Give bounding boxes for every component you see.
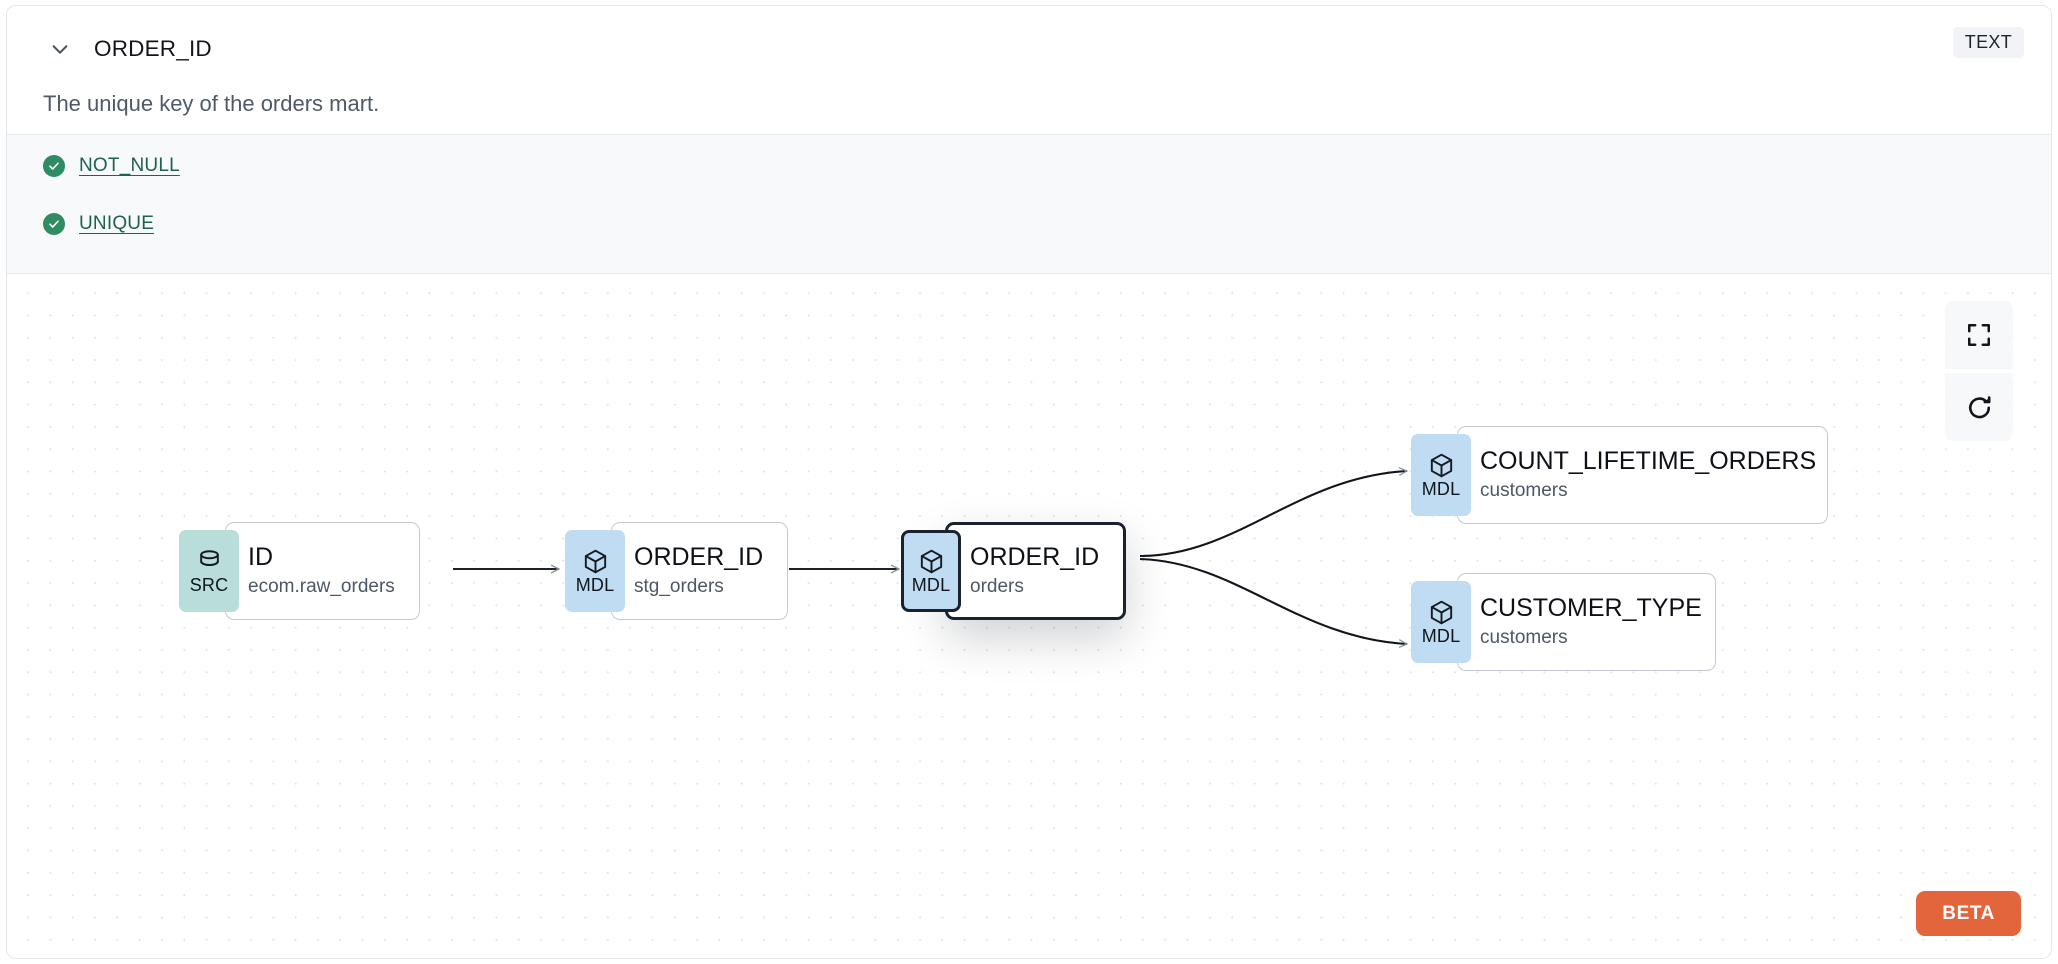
node-source-name: orders [970, 575, 1024, 597]
lineage-graph-canvas[interactable]: SRC ID ecom.raw_orders MDL ORDER_ID stg_… [7, 274, 2051, 958]
node-card[interactable]: CUSTOMER_TYPE customers [1457, 573, 1716, 671]
node-badge-label: SRC [189, 575, 229, 595]
node-type-badge-mdl: MDL [1411, 581, 1471, 663]
node-column-name: COUNT_LIFETIME_ORDERS [1480, 446, 1817, 475]
chevron-down-icon[interactable] [45, 34, 75, 64]
column-tests-section: NOT_NULL UNIQUE [7, 134, 2051, 274]
fit-view-button[interactable] [1945, 301, 2013, 369]
node-card[interactable]: COUNT_LIFETIME_ORDERS customers [1457, 426, 1828, 524]
node-type-badge-mdl: MDL [565, 530, 625, 612]
lineage-node-src-id[interactable]: SRC ID ecom.raw_orders [179, 522, 420, 620]
node-column-name: CUSTOMER_TYPE [1480, 593, 1702, 622]
lineage-controls [1945, 301, 2013, 441]
column-detail-card: ORDER_ID TEXT The unique key of the orde… [6, 5, 2052, 959]
lineage-node-mdl-count-lifetime-orders[interactable]: MDL COUNT_LIFETIME_ORDERS customers [1411, 426, 1828, 524]
edge-orders-to-customer-type [1139, 557, 1407, 644]
refresh-button[interactable] [1945, 373, 2013, 441]
column-description: The unique key of the orders mart. [43, 91, 380, 116]
column-title-row: ORDER_ID [45, 34, 212, 64]
test-link-unique[interactable]: UNIQUE [79, 213, 155, 234]
column-header: ORDER_ID TEXT The unique key of the orde… [7, 6, 2051, 134]
check-circle-icon [43, 213, 65, 235]
node-source-name: stg_orders [634, 575, 724, 597]
node-source-name: customers [1480, 626, 1568, 648]
lineage-node-mdl-customer-type[interactable]: MDL CUSTOMER_TYPE customers [1411, 573, 1716, 671]
node-card[interactable]: ORDER_ID stg_orders [611, 522, 789, 620]
column-type-badge: TEXT [1952, 27, 2024, 58]
test-row-unique[interactable]: UNIQUE [43, 213, 154, 235]
fullscreen-icon [1968, 324, 1990, 346]
node-badge-label: MDL [1421, 626, 1461, 646]
lineage-node-mdl-orders-selected[interactable]: MDL ORDER_ID orders [901, 522, 1127, 620]
test-row-not-null[interactable]: NOT_NULL [43, 155, 180, 177]
node-badge-label: MDL [911, 575, 951, 595]
node-badge-label: MDL [1421, 479, 1461, 499]
beta-badge[interactable]: BETA [1916, 891, 2021, 936]
edge-orders-to-count-lifetime-orders [1139, 471, 1407, 558]
node-type-badge-src: SRC [179, 530, 239, 612]
node-source-name: ecom.raw_orders [248, 575, 395, 597]
node-column-name: ORDER_ID [634, 542, 764, 571]
node-source-name: customers [1480, 479, 1568, 501]
test-link-not-null[interactable]: NOT_NULL [79, 155, 180, 176]
check-circle-icon [43, 155, 65, 177]
node-type-badge-mdl: MDL [901, 530, 961, 612]
lineage-node-mdl-stg-orders[interactable]: MDL ORDER_ID stg_orders [565, 522, 789, 620]
node-card[interactable]: ORDER_ID orders [945, 522, 1127, 620]
node-type-badge-mdl: MDL [1411, 434, 1471, 516]
node-column-name: ID [248, 542, 273, 571]
page-title: ORDER_ID [94, 36, 212, 61]
node-card[interactable]: ID ecom.raw_orders [225, 522, 420, 620]
node-column-name: ORDER_ID [970, 542, 1100, 571]
refresh-icon [1968, 395, 1990, 418]
node-badge-label: MDL [575, 575, 615, 595]
